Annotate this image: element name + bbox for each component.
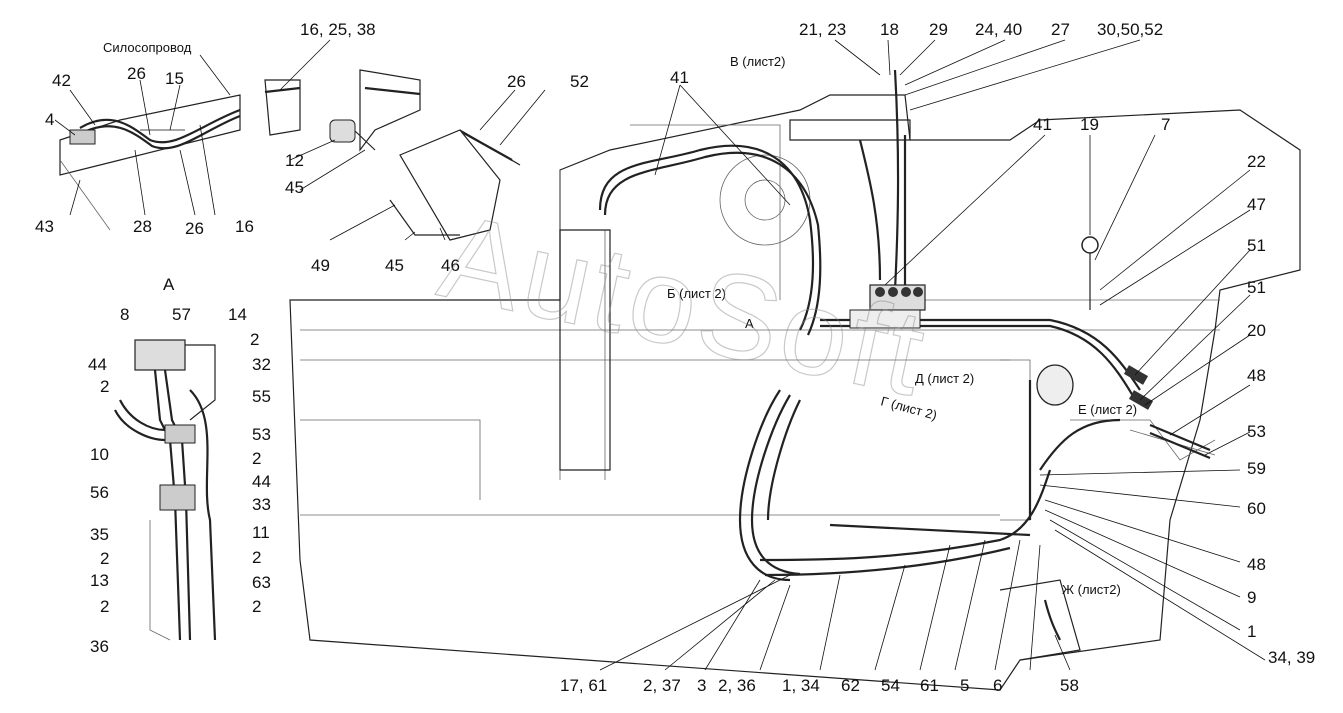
callout: 2, 37 xyxy=(643,676,681,695)
leader-lines xyxy=(54,39,1266,671)
callout: 2 xyxy=(252,548,261,567)
callout: 27 xyxy=(1051,20,1070,39)
callout: 2 xyxy=(250,330,259,349)
callout: 2 xyxy=(252,597,261,616)
annotation-sheet-a-mark: А xyxy=(745,316,754,331)
callout: 18 xyxy=(880,20,899,39)
callout: 3 xyxy=(697,676,706,695)
annotation-sheet-d: Д (лист 2) xyxy=(915,371,974,386)
callout: 26 xyxy=(507,72,526,91)
annotation-sheet-v: В (лист2) xyxy=(730,54,785,69)
callout: 2 xyxy=(100,549,109,568)
callout: 44 xyxy=(252,472,271,491)
callout: 53 xyxy=(1247,422,1266,441)
callout: 13 xyxy=(90,571,109,590)
sheet-annotations: Силосопровод В (лист2) Б (лист 2) А Г (л… xyxy=(103,40,1137,597)
callout: 2 xyxy=(100,597,109,616)
callout: 15 xyxy=(165,69,184,88)
annotation-silo: Силосопровод xyxy=(103,40,192,55)
watermark: AutoSoft xyxy=(429,189,938,422)
callout: 2 xyxy=(100,377,109,396)
callout: 30,50,52 xyxy=(1097,20,1163,39)
view-a-detail xyxy=(114,339,217,641)
callout: 46 xyxy=(441,256,460,275)
callout: 52 xyxy=(570,72,589,91)
callout: 2 xyxy=(252,449,261,468)
machine-body xyxy=(289,94,1301,691)
callout: 41 xyxy=(670,68,689,87)
callout: 21, 23 xyxy=(799,20,846,39)
callout: 1 xyxy=(1247,622,1256,641)
callout: 60 xyxy=(1247,499,1266,518)
callout: 10 xyxy=(90,445,109,464)
gauge xyxy=(1081,236,1099,310)
callout: 6 xyxy=(993,676,1002,695)
callout: 59 xyxy=(1247,459,1266,478)
callout: 48 xyxy=(1247,366,1266,385)
callout: 12 xyxy=(285,151,304,170)
callout: 49 xyxy=(311,256,330,275)
callout: 16, 25, 38 xyxy=(300,20,376,39)
callout: 26 xyxy=(127,64,146,83)
callout: 51 xyxy=(1247,278,1266,297)
callout: 11 xyxy=(252,523,270,542)
callout: 56 xyxy=(90,483,109,502)
silo-detail xyxy=(59,69,521,241)
annotation-sheet-b: Б (лист 2) xyxy=(667,286,726,301)
callout: 51 xyxy=(1247,236,1266,255)
callout: 57 xyxy=(172,305,191,324)
callout: 35 xyxy=(90,525,109,544)
callout: 9 xyxy=(1247,588,1256,607)
callout-labels: 16, 25, 38 42 26 15 4 43 28 26 16 12 45 … xyxy=(35,20,1315,695)
accumulator xyxy=(1036,364,1074,406)
callout: 1, 34 xyxy=(782,676,820,695)
callout: 47 xyxy=(1247,195,1266,214)
callout: 33 xyxy=(252,495,271,514)
callout: 61 xyxy=(920,676,939,695)
callout: 44 xyxy=(88,355,107,374)
callout: 24, 40 xyxy=(975,20,1022,39)
callout: 14 xyxy=(228,305,247,324)
callout: 8 xyxy=(120,305,129,324)
callout: 20 xyxy=(1247,321,1266,340)
callout: 45 xyxy=(385,256,404,275)
callout: 2, 36 xyxy=(718,676,756,695)
callout: 54 xyxy=(881,676,900,695)
callout: 16 xyxy=(235,217,254,236)
callout: 48 xyxy=(1247,555,1266,574)
annotation-sheet-zh: Ж (лист2) xyxy=(1062,582,1121,597)
callout: 17, 61 xyxy=(560,676,607,695)
callout: 58 xyxy=(1060,676,1079,695)
callout: 55 xyxy=(252,387,271,406)
callout: 53 xyxy=(252,425,271,444)
view-a-label: А xyxy=(163,275,175,294)
callout: 43 xyxy=(35,217,54,236)
couplings-right xyxy=(1123,365,1154,410)
valve-block xyxy=(849,284,926,329)
callout: 7 xyxy=(1161,115,1170,134)
callout: 36 xyxy=(90,637,109,656)
callout: 45 xyxy=(285,178,304,197)
callout: 19 xyxy=(1080,115,1099,134)
callout: 41 xyxy=(1033,115,1052,134)
callout: 4 xyxy=(45,110,54,129)
callout: 28 xyxy=(133,217,152,236)
callout: 32 xyxy=(252,355,271,374)
callout: 42 xyxy=(52,71,71,90)
annotation-sheet-e: Е (лист 2) xyxy=(1078,402,1137,417)
callout: 63 xyxy=(252,573,271,592)
callout: 34, 39 xyxy=(1268,648,1315,667)
callout: 62 xyxy=(841,676,860,695)
callout: 5 xyxy=(960,676,969,695)
callout: 22 xyxy=(1247,152,1266,171)
callout: 29 xyxy=(929,20,948,39)
callout: 26 xyxy=(185,219,204,238)
